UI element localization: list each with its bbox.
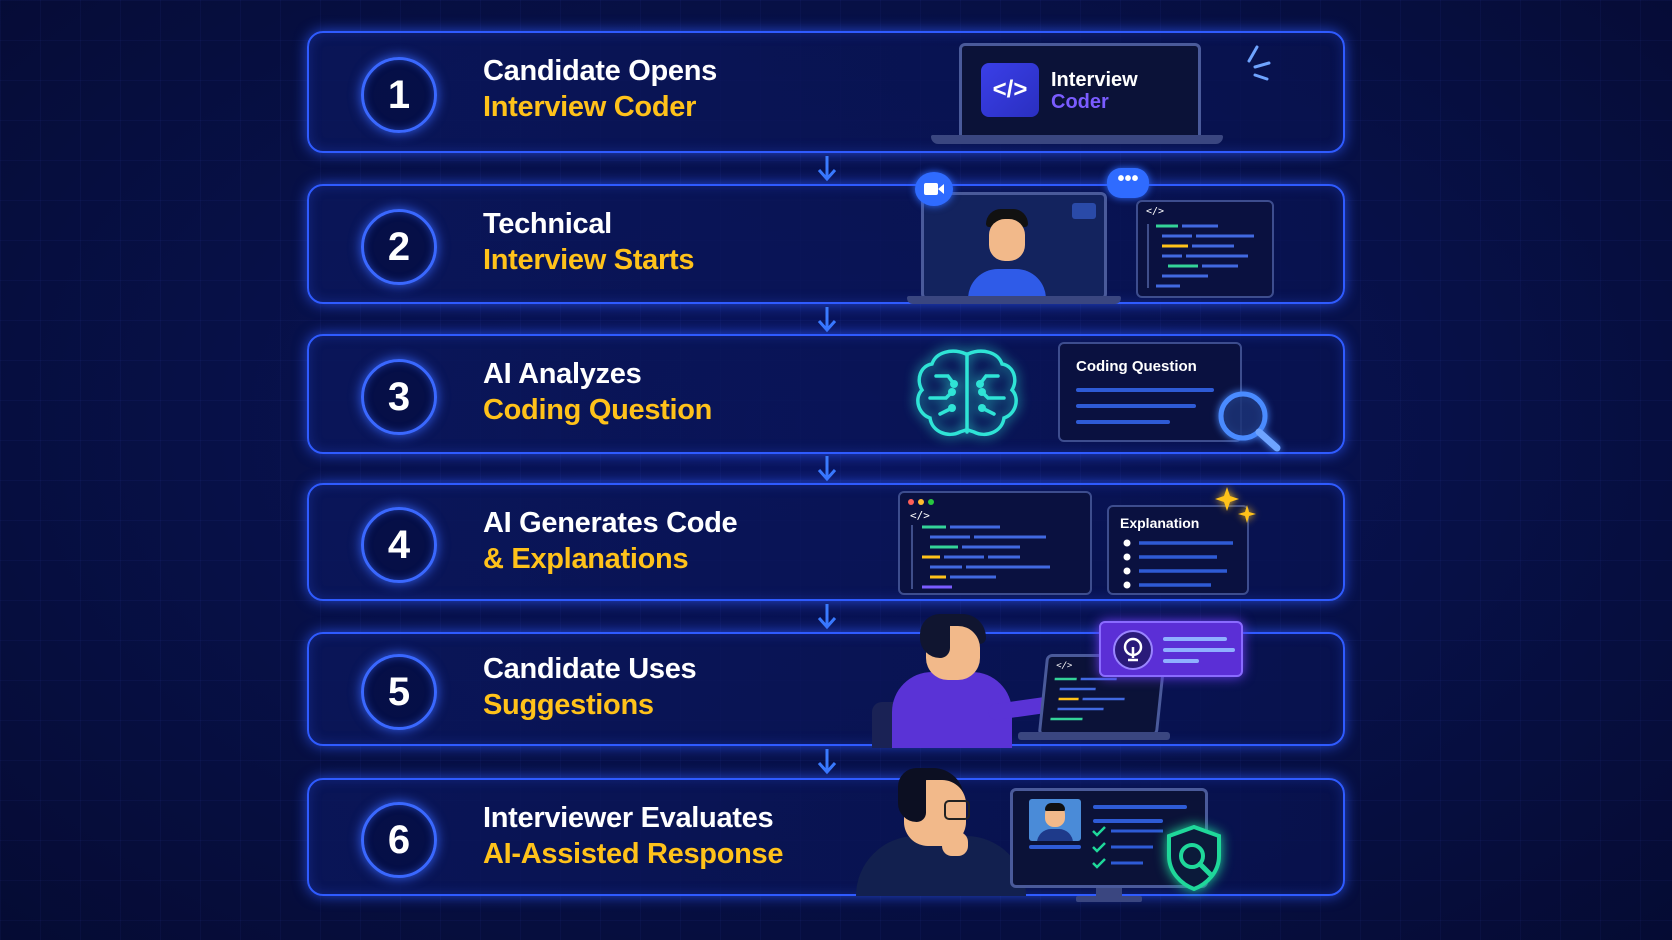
avatar [968, 209, 1046, 297]
bullet-list [1123, 539, 1233, 589]
interviewer-illustration [852, 758, 1032, 896]
step-number-badge: 3 [361, 359, 437, 435]
video-call-illustration: ••• [907, 168, 1151, 304]
security-shield-icon [1167, 824, 1221, 892]
down-arrow-icon [817, 604, 837, 630]
chat-bubble-icon: ••• [1107, 168, 1149, 198]
down-arrow-icon [817, 307, 837, 333]
code-lines [1147, 224, 1254, 288]
lightbulb-icon [1113, 630, 1153, 670]
app-logo-line1: Interview [1051, 69, 1138, 91]
step-number-badge: 4 [361, 507, 437, 583]
code-editor-panel: </> [898, 491, 1092, 595]
avatar [1029, 799, 1081, 841]
laptop-illustration: </> Interview Coder [931, 43, 1223, 155]
step-title-line2: & Explanations [483, 543, 689, 575]
coding-question-label: Coding Question [1076, 358, 1197, 375]
step-number-badge: 5 [361, 654, 437, 730]
explanation-panel: Explanation [1107, 505, 1249, 595]
step-title-line2: Coding Question [483, 394, 713, 426]
step-title-line1: Candidate Uses [483, 653, 697, 685]
ai-brain-icon [916, 349, 1018, 437]
step-3-card: 3 AI Analyzes Coding Question Coding Que… [307, 334, 1345, 454]
step-title-line1: Candidate Opens [483, 55, 717, 87]
step-title: Candidate Opens Interview Coder [483, 53, 717, 125]
step-number-badge: 6 [361, 802, 437, 878]
step-title-line1: AI Analyzes [483, 358, 642, 390]
candidate-at-laptop-illustration: </> [868, 602, 1248, 748]
sparkle-lines-icon [1247, 45, 1271, 81]
code-tag-icon: </> [910, 509, 930, 522]
step-number-badge: 2 [361, 209, 437, 285]
code-icon: </> [981, 63, 1039, 117]
explanation-label: Explanation [1120, 515, 1200, 531]
video-camera-icon [915, 172, 953, 206]
step-title: Technical Interview Starts [483, 206, 694, 278]
step-title-line2: Suggestions [483, 689, 654, 721]
app-logo-line2: Coder [1051, 91, 1109, 113]
step-title-line2: Interview Starts [483, 244, 695, 276]
sparkle-icon [1215, 487, 1256, 523]
step-title: AI Analyzes Coding Question [483, 356, 712, 428]
code-lines [911, 525, 1050, 589]
down-arrow-icon [817, 156, 837, 182]
step-title-line2: Interview Coder [483, 91, 697, 123]
step-number-badge: 1 [361, 57, 437, 133]
step-title-line2: AI-Assisted Response [483, 838, 784, 870]
step-title-line1: Interviewer Evaluates [483, 802, 774, 834]
step-title-line1: Technical [483, 208, 612, 240]
magnifier-icon [1218, 391, 1281, 452]
code-tag-icon: </> [1146, 206, 1165, 217]
code-editor-panel: </> [1136, 200, 1274, 298]
checklist [1092, 826, 1163, 869]
step-4-card: 4 AI Generates Code & Explanations </> [307, 483, 1345, 601]
down-arrow-icon [817, 749, 837, 775]
step-title: Candidate Uses Suggestions [483, 651, 697, 723]
step-title: AI Generates Code & Explanations [483, 505, 738, 577]
step-1-card: 1 Candidate Opens Interview Coder </> In… [307, 31, 1345, 153]
step-title-line1: AI Generates Code [483, 507, 738, 539]
suggestion-popup [1099, 621, 1243, 677]
step-2-card: 2 Technical Interview Starts ••• </> [307, 168, 1345, 304]
step-title: Interviewer Evaluates AI-Assisted Respon… [483, 800, 784, 872]
down-arrow-icon [817, 456, 837, 482]
